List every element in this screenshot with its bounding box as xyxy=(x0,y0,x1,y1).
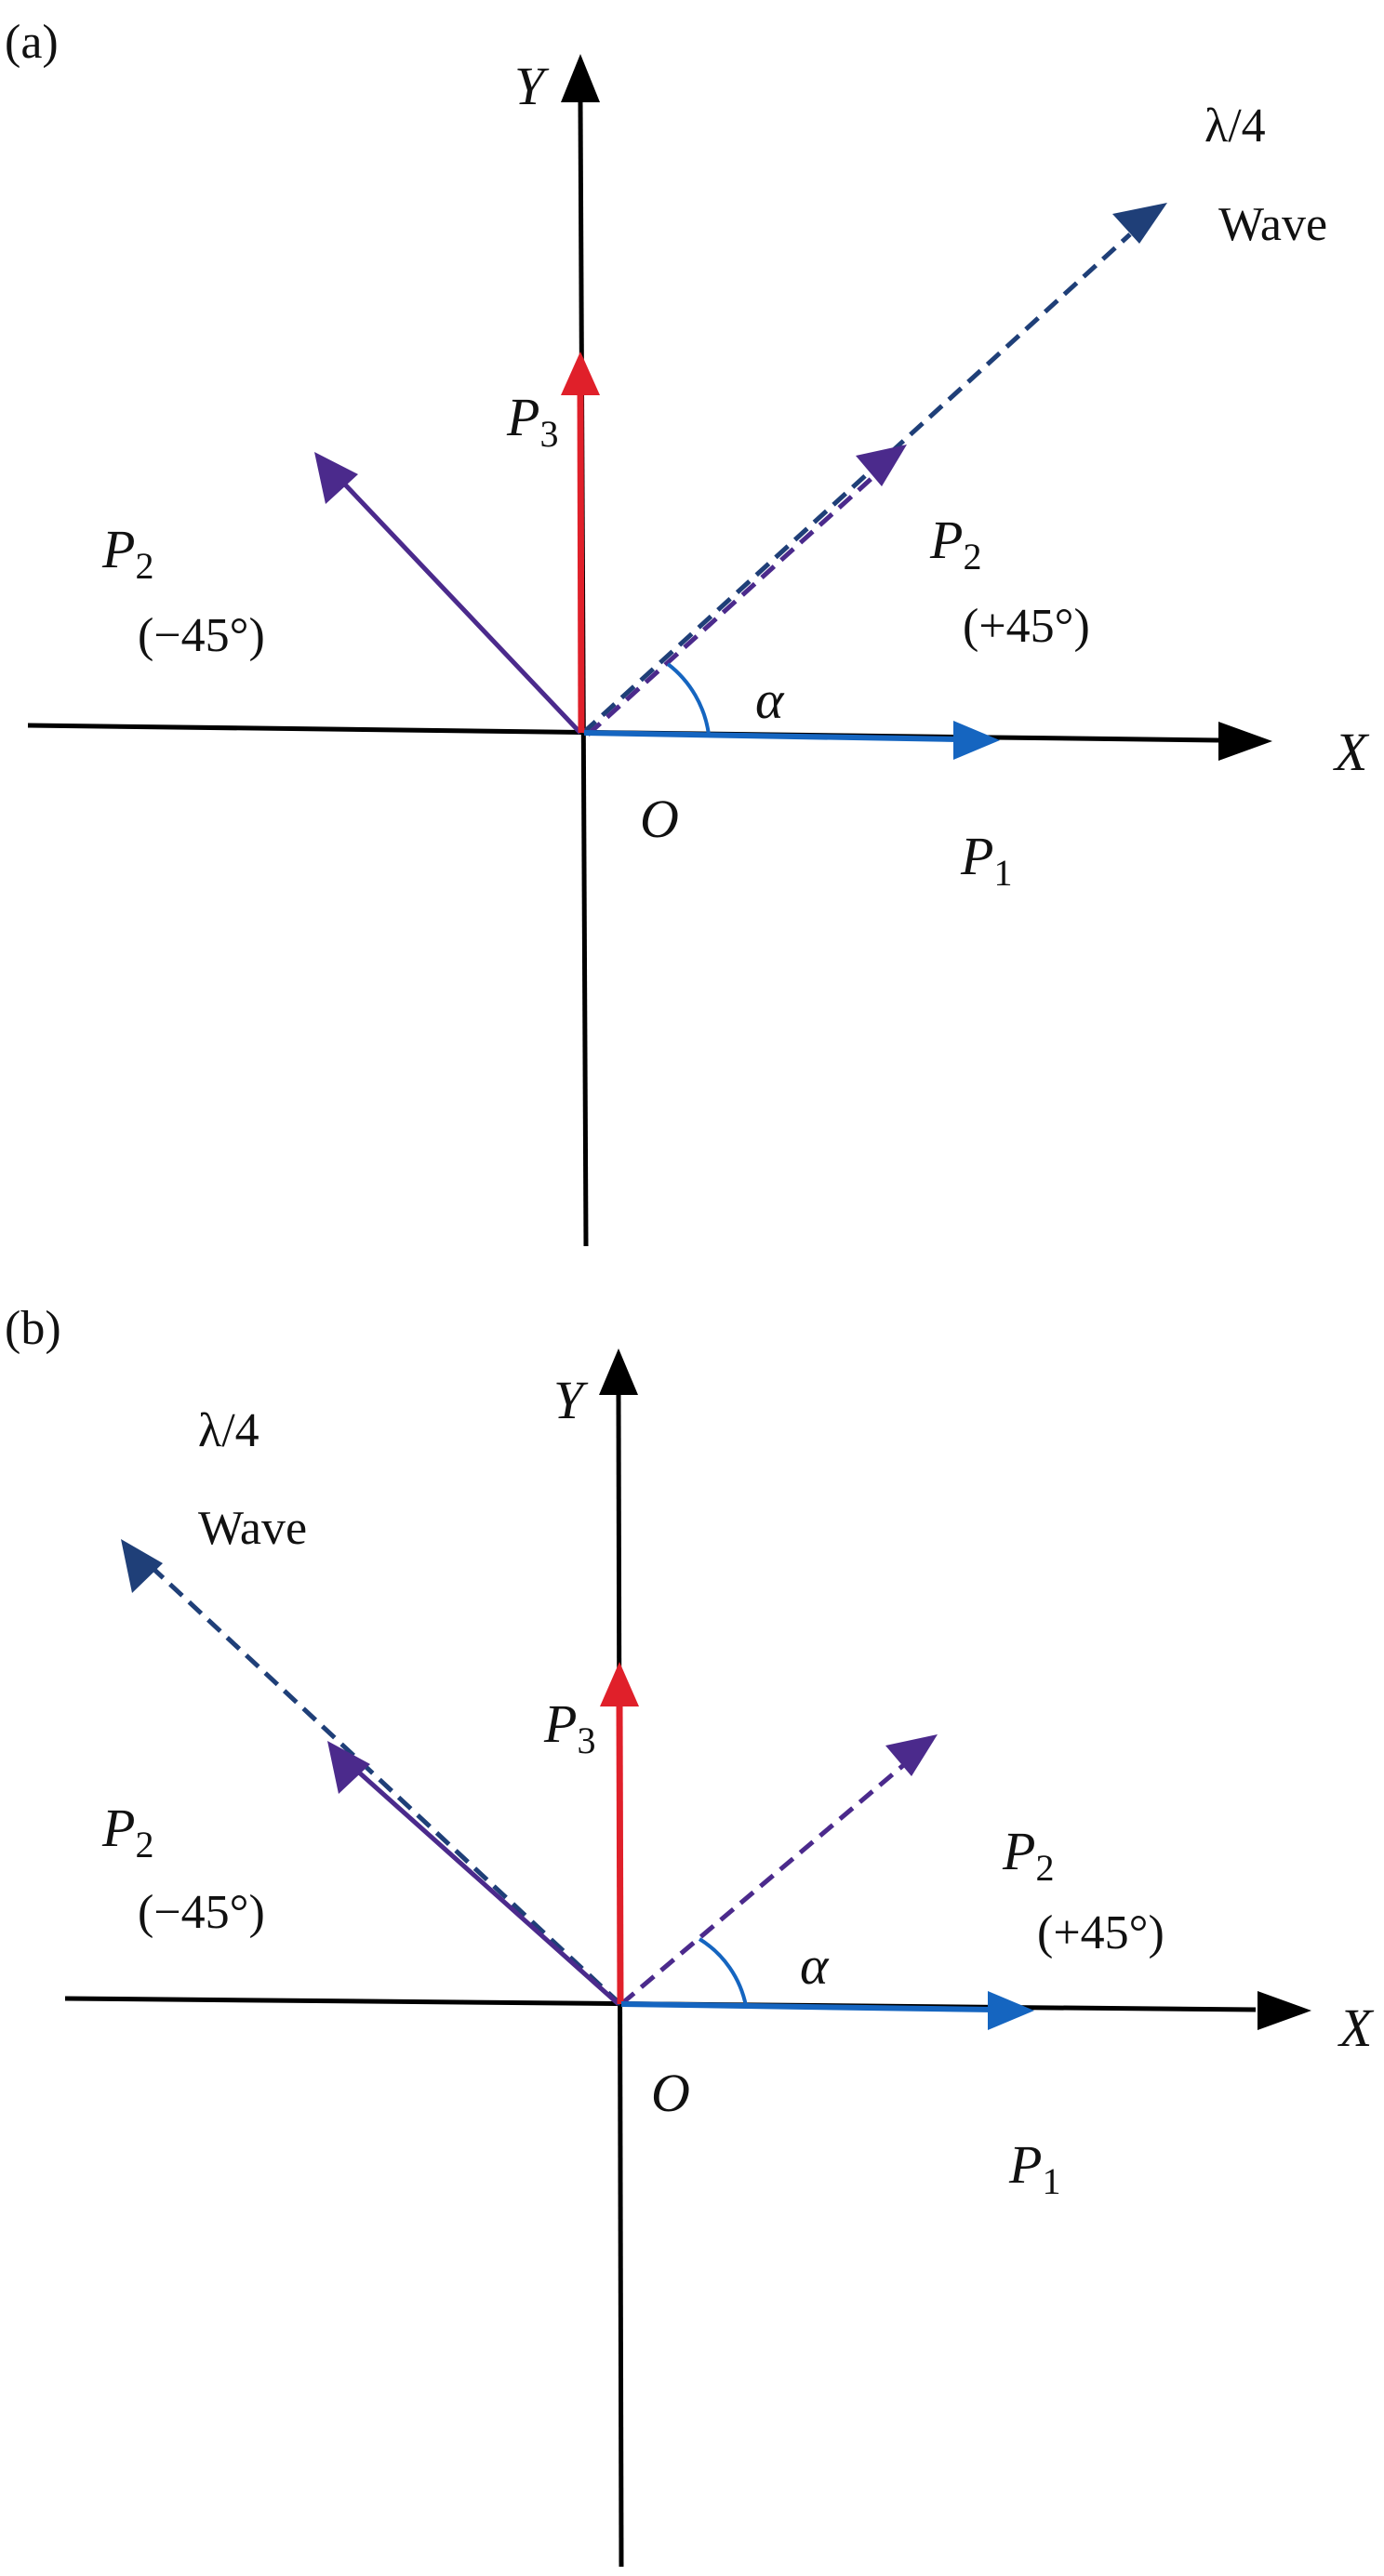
wave-label-line1: λ/4 xyxy=(198,1404,260,1457)
p1-line xyxy=(583,730,959,742)
p2-pos-arrowhead xyxy=(885,1734,938,1776)
p3-label: P3 xyxy=(506,387,558,455)
wave-arrowhead xyxy=(1112,203,1167,244)
alpha-label: α xyxy=(755,670,785,730)
x-axis-label: X xyxy=(1337,1998,1375,2058)
p2-neg-line xyxy=(342,482,582,735)
y-axis-label: Y xyxy=(514,56,550,116)
p3-label: P3 xyxy=(543,1693,595,1761)
x-axis-arrowhead xyxy=(1258,1991,1311,2030)
wave-label-line1: λ/4 xyxy=(1204,100,1266,153)
x-axis-label: X xyxy=(1333,722,1370,782)
alpha-arc xyxy=(698,1937,748,2007)
y-axis-arrowhead xyxy=(561,54,600,102)
p2-pos-label: P2 xyxy=(1002,1821,1054,1889)
p1-arrowhead xyxy=(953,721,1000,760)
wave-dashed-line xyxy=(581,232,1132,735)
p3-line xyxy=(577,390,585,734)
p2-neg-angle: (−45°) xyxy=(138,609,265,662)
alpha-arc xyxy=(666,662,711,736)
p1-label: P1 xyxy=(960,826,1012,894)
p3-arrowhead xyxy=(561,352,600,395)
panel-label: (b) xyxy=(5,1302,61,1355)
y-axis-arrowhead xyxy=(599,1348,638,1395)
p2-neg-label: P2 xyxy=(101,1798,153,1866)
wave-dashed-line xyxy=(152,1567,622,2006)
p2-neg-angle: (−45°) xyxy=(138,1886,265,1939)
p2-pos-dashed-line xyxy=(586,472,878,737)
p3-arrowhead xyxy=(600,1662,639,1706)
diagram-a: (a) Y X O α λ/4 Wave P3 P2 (−45°) P2 (+4… xyxy=(5,16,1370,1247)
p2-neg-line xyxy=(356,1770,620,2006)
panel-b: (b) Y X O α λ/4 Wave P3 P2 (−45°) P2 (+4… xyxy=(0,1288,1384,2576)
p2-pos-angle: (+45°) xyxy=(1037,1906,1164,1959)
p2-pos-arrowhead xyxy=(856,445,907,486)
diagram-b: (b) Y X O α λ/4 Wave P3 P2 (−45°) P2 (+4… xyxy=(5,1302,1375,2568)
p2-pos-dashed-line xyxy=(619,1760,909,2006)
origin-label: O xyxy=(651,2063,690,2123)
p2-pos-label: P2 xyxy=(929,510,981,578)
p1-label: P1 xyxy=(1008,2134,1060,2202)
p2-neg-arrowhead xyxy=(327,1741,370,1794)
wave-label-line2: Wave xyxy=(198,1502,307,1555)
origin-label: O xyxy=(640,789,679,849)
wave-arrowhead xyxy=(121,1539,163,1593)
p3-line xyxy=(616,1701,624,2005)
p2-neg-label: P2 xyxy=(101,519,153,587)
p1-arrowhead xyxy=(988,1991,1034,2030)
y-axis-label: Y xyxy=(553,1370,589,1430)
panel-a: (a) Y X O α λ/4 Wave P3 P2 (−45°) P2 (+4… xyxy=(5,16,1370,1247)
wave-label-line2: Wave xyxy=(1218,198,1327,251)
p1-line xyxy=(620,2001,994,2012)
p2-neg-arrowhead xyxy=(314,452,358,504)
alpha-label: α xyxy=(800,1935,830,1996)
x-axis-arrowhead xyxy=(1218,722,1272,761)
panel-label: (a) xyxy=(5,16,59,69)
p2-pos-angle: (+45°) xyxy=(963,600,1090,653)
